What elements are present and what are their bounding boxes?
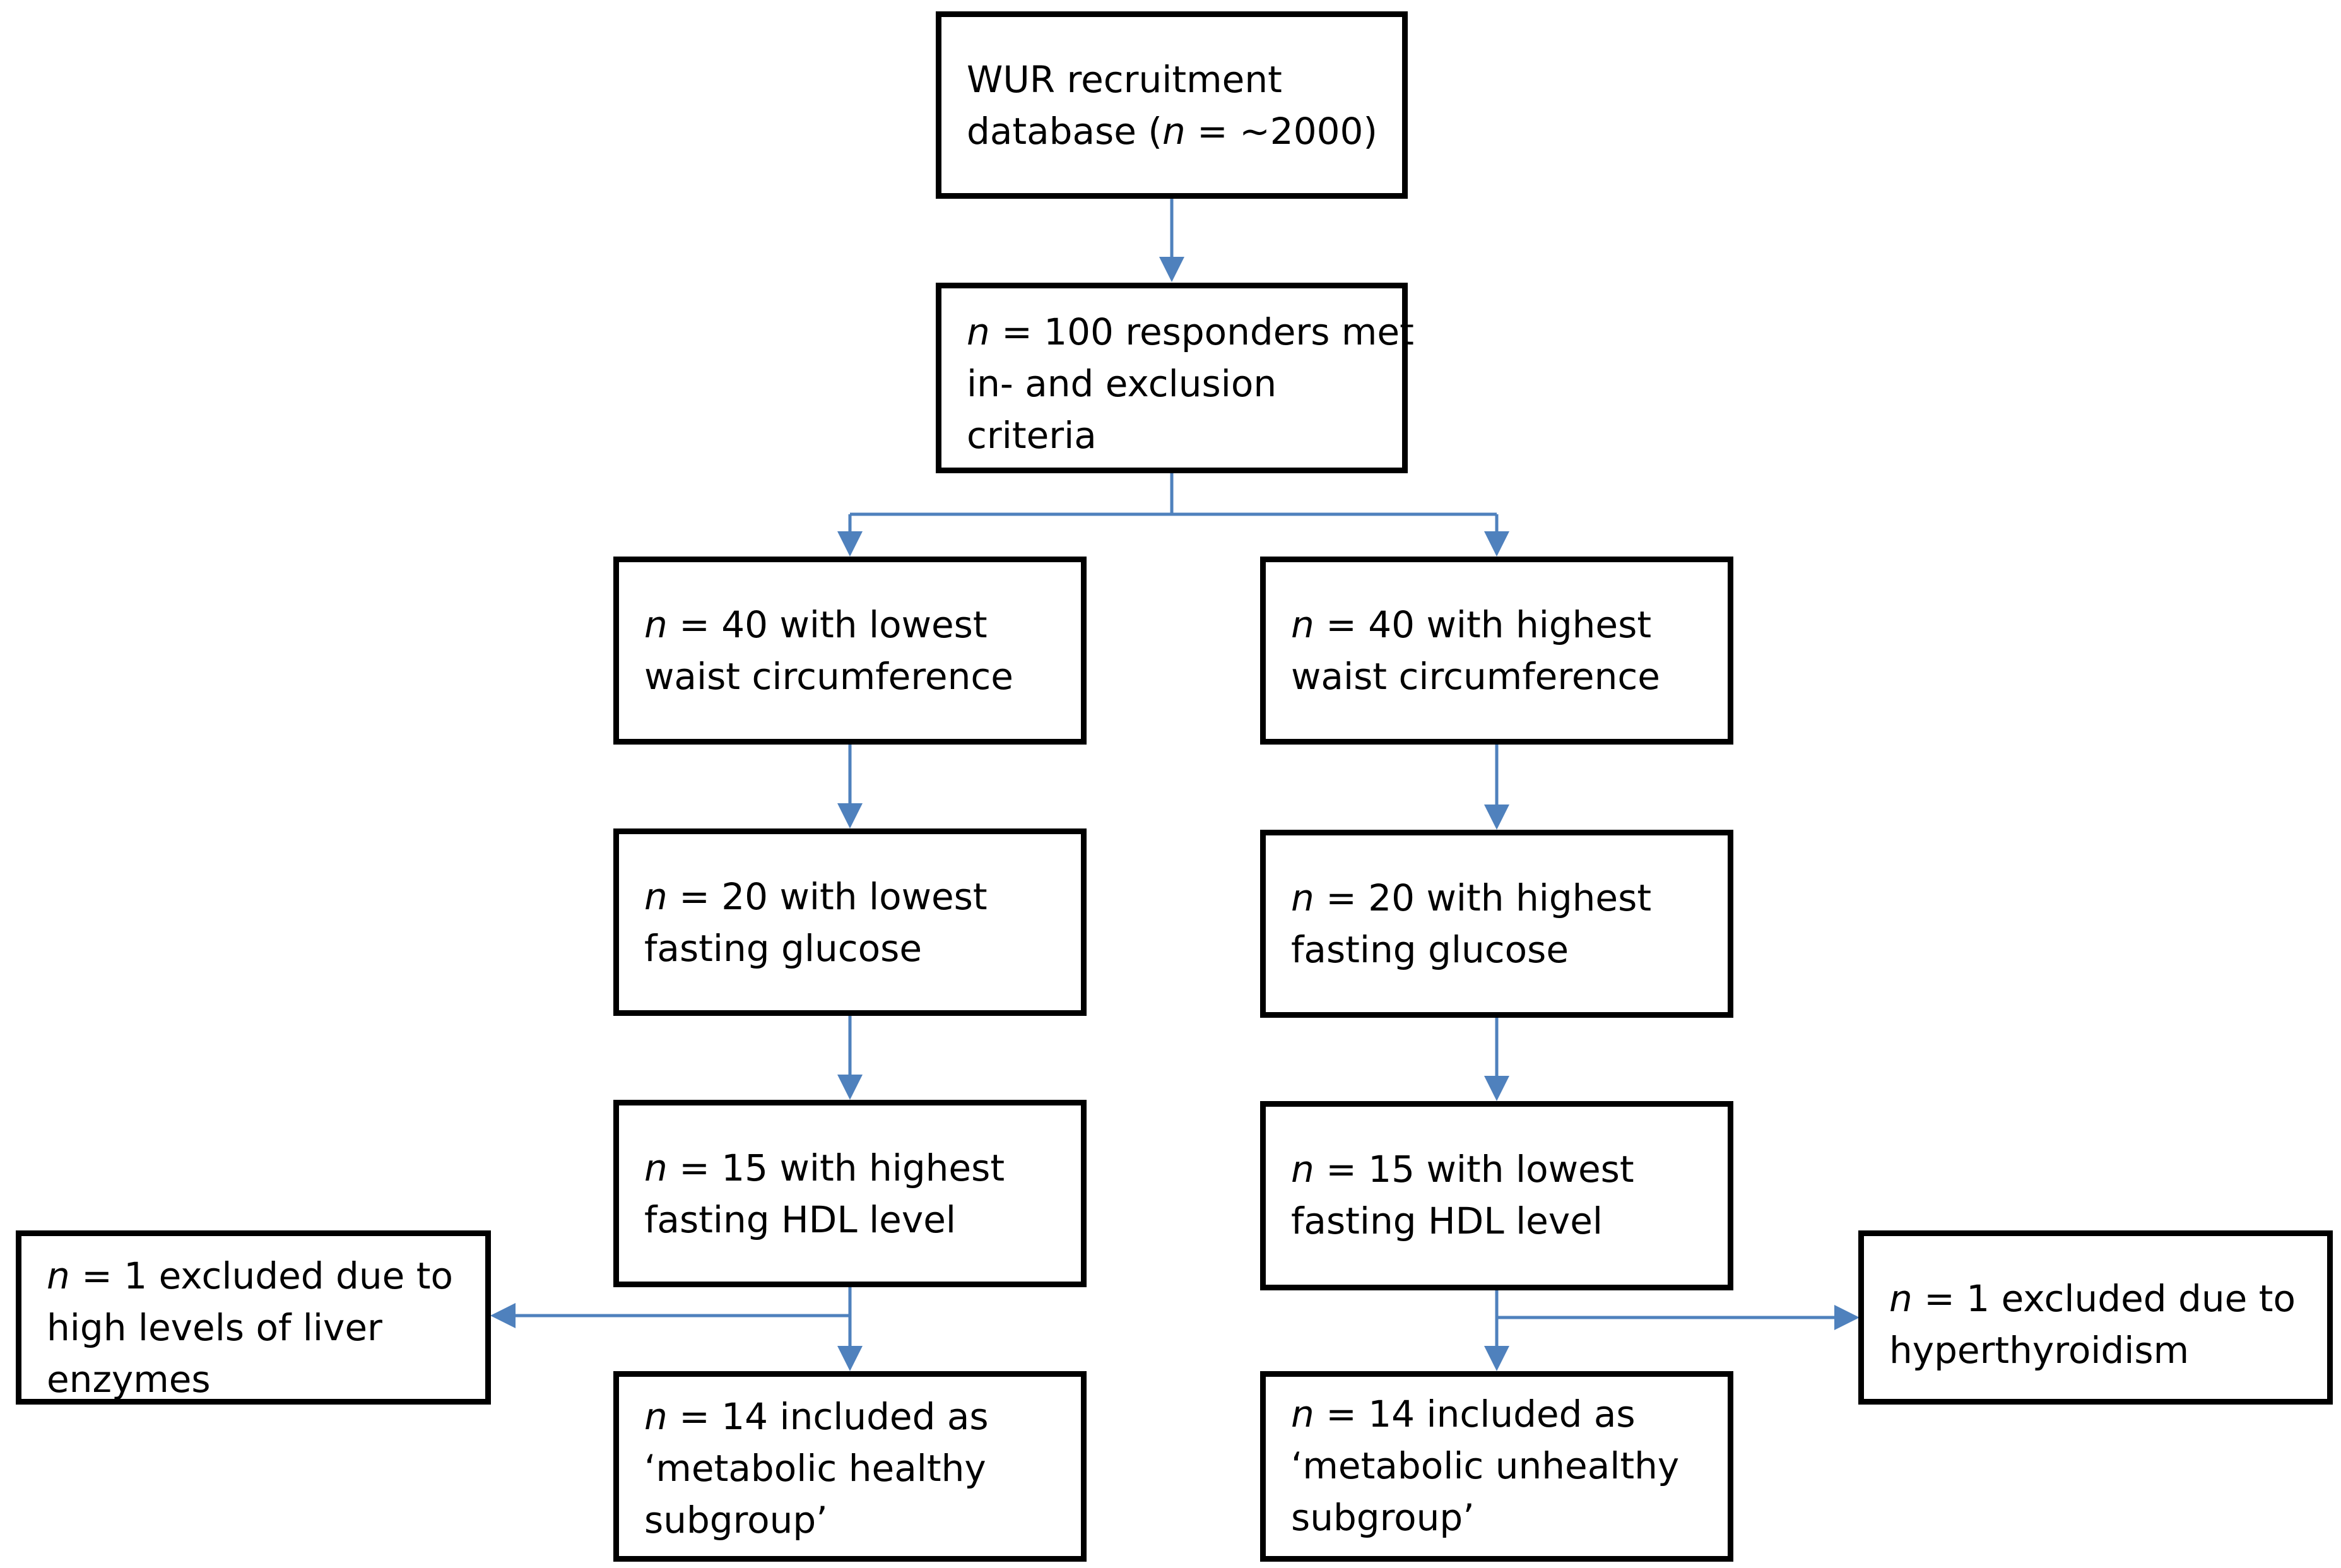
- node-text-line: in- and exclusion: [967, 358, 1377, 410]
- node-text: = 1 excluded due to: [69, 1254, 453, 1297]
- node-text: waist circumference: [644, 655, 1013, 698]
- node-text-line: n = 40 with lowest: [644, 599, 1056, 651]
- node-text: = 100 responders met: [989, 310, 1414, 353]
- node-text-line: n = 15 with lowest: [1291, 1143, 1702, 1195]
- node-text-line: waist circumference: [644, 651, 1056, 702]
- node-text: = 14 included as: [667, 1395, 989, 1438]
- node-text-line: fasting HDL level: [1291, 1195, 1702, 1247]
- node-text-line: n = 1 excluded due to: [47, 1250, 460, 1302]
- node-text: fasting glucose: [644, 927, 923, 970]
- node-text: fasting HDL level: [644, 1198, 956, 1241]
- node-text: subgroup’: [1291, 1496, 1475, 1539]
- node-text-line: WUR recruitment: [967, 54, 1377, 105]
- node-text: fasting glucose: [1291, 928, 1569, 971]
- sample-size-symbol: n: [644, 1147, 668, 1189]
- node-text: database (: [967, 110, 1162, 153]
- node-text-line: database (n = ~2000): [967, 105, 1377, 157]
- node-text-line: n = 20 with lowest: [644, 871, 1056, 923]
- sample-size-symbol: n: [47, 1254, 70, 1297]
- node-text: ‘metabolic unhealthy: [1291, 1444, 1680, 1487]
- node-text: WUR recruitment: [967, 58, 1282, 101]
- node-text: = 14 included as: [1314, 1393, 1636, 1435]
- node-text-line: n = 100 responders met: [967, 306, 1414, 358]
- node-text: criteria: [967, 414, 1097, 457]
- node-text: = 15 with lowest: [1314, 1148, 1634, 1191]
- sample-size-symbol: n: [1291, 1148, 1314, 1191]
- node-text-line: n = 40 with highest: [1291, 599, 1702, 651]
- node-text: in- and exclusion: [967, 362, 1277, 405]
- node-text-line: criteria: [967, 410, 1377, 461]
- node-text-line: fasting glucose: [1291, 924, 1702, 976]
- node-text: = 40 with highest: [1314, 603, 1652, 646]
- node-text: high levels of liver: [47, 1306, 382, 1349]
- node-text: = 40 with lowest: [667, 603, 988, 646]
- sample-size-symbol: n: [1291, 876, 1314, 919]
- node-lowest-hdl: n = 15 with lowest fasting HDL level: [1260, 1101, 1733, 1290]
- node-text: = ~2000): [1185, 110, 1378, 153]
- node-text: = 15 with highest: [667, 1147, 1005, 1189]
- node-text-line: high levels of liver: [47, 1302, 460, 1353]
- node-text-line: waist circumference: [1291, 651, 1702, 702]
- sample-size-symbol: n: [1291, 603, 1314, 646]
- node-text: subgroup’: [644, 1499, 828, 1541]
- node-text-line: fasting HDL level: [644, 1194, 1056, 1246]
- sample-size-symbol: n: [1162, 110, 1186, 153]
- sample-size-symbol: n: [1291, 1393, 1314, 1435]
- node-text-line: n = 14 included as: [644, 1391, 1056, 1442]
- sample-size-symbol: n: [644, 875, 668, 918]
- sample-size-symbol: n: [967, 310, 990, 353]
- node-text-line: enzymes: [47, 1353, 460, 1405]
- node-text: = 1 excluded due to: [1912, 1277, 2296, 1320]
- node-text-line: ‘metabolic unhealthy: [1291, 1440, 1702, 1492]
- node-text: hyperthyroidism: [1889, 1329, 2190, 1372]
- node-text-line: hyperthyroidism: [1889, 1324, 2302, 1376]
- sample-size-symbol: n: [1889, 1277, 1913, 1320]
- node-excluded-thyroid: n = 1 excluded due to hyperthyroidism: [1858, 1230, 2333, 1405]
- node-text-line: fasting glucose: [644, 923, 1056, 974]
- node-text-line: n = 14 included as: [1291, 1388, 1702, 1440]
- node-text: = 20 with highest: [1314, 876, 1652, 919]
- sample-size-symbol: n: [644, 603, 668, 646]
- sample-size-symbol: n: [644, 1395, 668, 1438]
- node-text: enzymes: [47, 1358, 211, 1401]
- node-text: = 20 with lowest: [667, 875, 988, 918]
- node-text-line: n = 1 excluded due to: [1889, 1273, 2302, 1324]
- node-text-line: n = 15 with highest: [644, 1142, 1056, 1194]
- node-text: waist circumference: [1291, 655, 1660, 698]
- node-text: fasting HDL level: [1291, 1200, 1603, 1242]
- node-healthy-subgroup: n = 14 included as ‘metabolic healthy subg…: [613, 1371, 1087, 1562]
- node-text-line: subgroup’: [1291, 1492, 1702, 1543]
- node-text: ‘metabolic healthy: [644, 1447, 986, 1490]
- node-text-line: subgroup’: [644, 1494, 1056, 1546]
- node-text-line: ‘metabolic healthy: [644, 1442, 1056, 1494]
- node-text-line: n = 20 with highest: [1291, 872, 1702, 924]
